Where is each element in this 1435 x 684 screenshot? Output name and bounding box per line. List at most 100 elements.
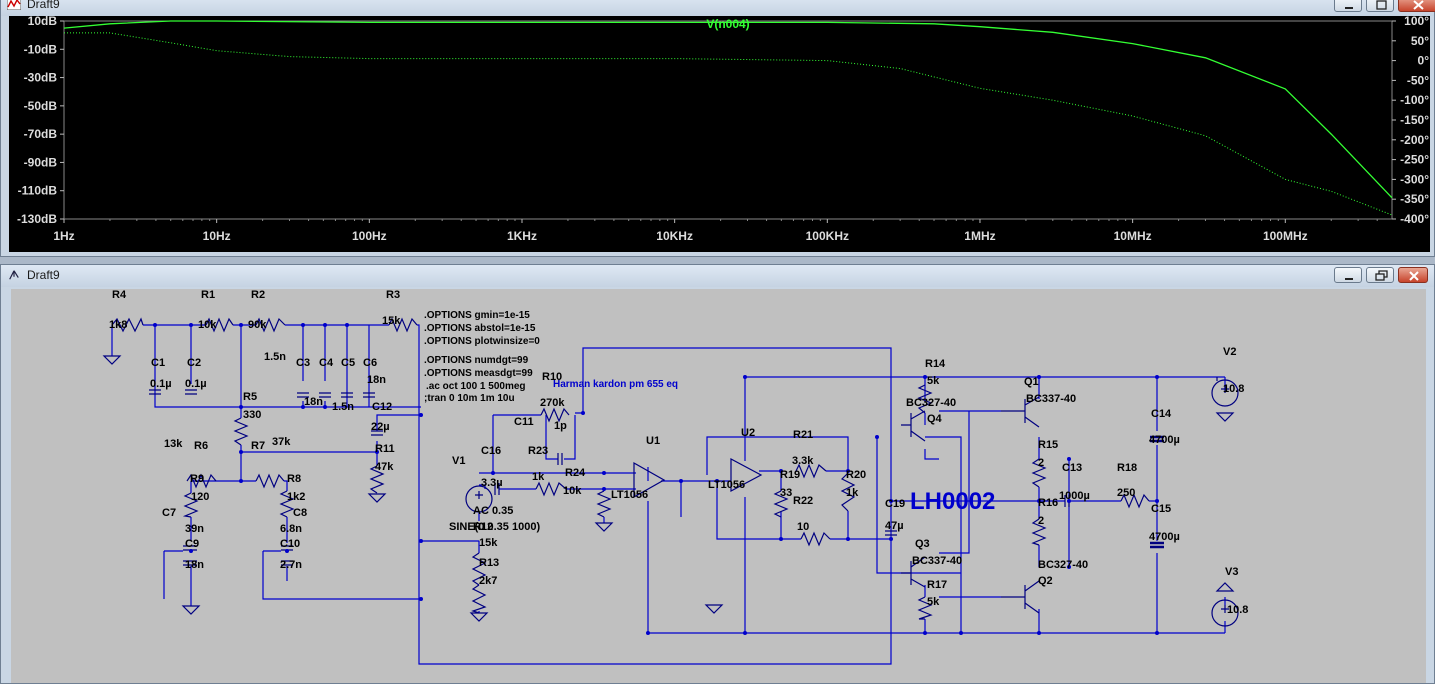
component-label-v1[interactable]: V1	[452, 455, 465, 467]
component-label-c15[interactable]: C15	[1151, 503, 1171, 515]
component-label-r18[interactable]: R18	[1117, 462, 1137, 474]
component-label-q4[interactable]: BC327-40	[906, 397, 956, 409]
component-label-r22[interactable]: R22	[793, 495, 813, 507]
circuit-diagram[interactable]: R41k8R110kR290kR315kC10.1µC20.1µ1.5nC3C4…	[11, 289, 1426, 683]
component-label-r22v[interactable]: 10	[797, 521, 809, 533]
component-label-r5v[interactable]: 330	[243, 409, 261, 421]
component-label-c12v2[interactable]: 22µ	[371, 421, 390, 433]
component-label-r15[interactable]: R15	[1038, 439, 1058, 451]
component-label-r5[interactable]: R5	[243, 391, 257, 403]
component-label-q1v[interactable]: BC337-40	[1026, 393, 1076, 405]
component-label-u2v[interactable]: LT1056	[708, 479, 745, 491]
component-label-c19[interactable]: C19	[885, 498, 905, 510]
component-label-r24[interactable]: R24	[565, 467, 586, 479]
component-label-r1[interactable]: R1	[201, 289, 215, 301]
component-label-u2[interactable]: U2	[741, 427, 755, 439]
component-label-c8[interactable]: C8	[293, 507, 307, 519]
component-label-v1a[interactable]: AC 0.35	[473, 505, 513, 517]
component-label-v2v[interactable]: 10.8	[1223, 383, 1244, 395]
component-label-c11v[interactable]: 1p	[554, 420, 567, 432]
component-label-c7v[interactable]: 39n	[185, 523, 204, 535]
waveform-plot-pane[interactable]: V(n004)10dB-10dB-30dB-50dB-70dB-90dB-110…	[9, 14, 1432, 252]
component-label-r19v[interactable]: 33	[780, 487, 792, 499]
component-label-r21v[interactable]: 3.3k	[792, 455, 814, 467]
component-label-r9[interactable]: R9	[190, 473, 204, 485]
component-label-c13v[interactable]: 1000µ	[1059, 490, 1090, 502]
component-label-r21[interactable]: R21	[793, 429, 813, 441]
component-label-r4v[interactable]: 1k8	[109, 319, 127, 331]
plot-window-titlebar[interactable]: Draft9	[1, 0, 1435, 16]
bode-plot[interactable]: V(n004)10dB-10dB-30dB-50dB-70dB-90dB-110…	[9, 14, 1432, 251]
component-label-c14v[interactable]: 4700µ	[1149, 434, 1180, 446]
component-label-c9v[interactable]: 18n	[185, 559, 204, 571]
maximize-button[interactable]	[1366, 267, 1394, 283]
component-label-v3v[interactable]: 10.8	[1227, 604, 1248, 616]
component-label-r1v[interactable]: 10k	[198, 319, 217, 331]
component-label-v1b[interactable]: SINE(0 0.35 1000)	[449, 521, 540, 533]
minimize-button[interactable]	[1334, 0, 1362, 12]
component-label-q4n[interactable]: Q4	[927, 413, 943, 425]
minimize-button[interactable]	[1334, 267, 1362, 283]
component-label-r14[interactable]: R14	[925, 358, 946, 370]
component-label-r10v[interactable]: 270k	[540, 397, 565, 409]
maximize-button[interactable]	[1366, 0, 1394, 12]
component-label-c2v[interactable]: 0.1µ	[185, 378, 207, 390]
component-label-r7v[interactable]: 37k	[272, 436, 291, 448]
component-label-c4[interactable]: C4	[319, 357, 334, 369]
component-label-c5[interactable]: C5	[341, 357, 355, 369]
component-label-c8v[interactable]: 6.8n	[280, 523, 302, 535]
component-label-r16v[interactable]: 2	[1038, 515, 1044, 527]
component-label-c1[interactable]: C1	[151, 357, 165, 369]
component-label-r9v[interactable]: 120	[191, 491, 209, 503]
component-label-c9[interactable]: C9	[185, 538, 199, 550]
component-label-r12[interactable]: R12	[473, 521, 493, 533]
component-label-r20[interactable]: R20	[846, 469, 866, 481]
component-label-r24v[interactable]: 10k	[563, 485, 582, 497]
trace-name-label[interactable]: V(n004)	[706, 17, 749, 31]
component-label-c16[interactable]: C16	[481, 445, 501, 457]
component-label-u1[interactable]: U1	[646, 435, 660, 447]
component-label-c12[interactable]: C12	[372, 401, 392, 413]
component-label-r23v[interactable]: 1k	[532, 471, 545, 483]
component-label-r3[interactable]: R3	[386, 289, 400, 301]
component-label-r17v[interactable]: 5k	[927, 596, 940, 608]
component-label-v2[interactable]: V2	[1223, 346, 1236, 358]
component-label-r3v[interactable]: 15k	[382, 315, 401, 327]
component-label-r11[interactable]: R11	[375, 443, 395, 455]
component-label-c12v[interactable]: 1.5n	[332, 401, 354, 413]
component-label-c10v[interactable]: 2.7n	[280, 559, 302, 571]
component-label-r10[interactable]: R10	[542, 371, 562, 383]
close-button[interactable]	[1398, 0, 1435, 12]
component-label-q2v[interactable]: BC327-40	[1038, 559, 1088, 571]
component-label-c19v[interactable]: 47µ	[885, 520, 904, 532]
component-label-c13[interactable]: C13	[1062, 462, 1082, 474]
component-label-c16v[interactable]: 3.3µ	[481, 477, 503, 489]
component-label-r16[interactable]: R16	[1038, 497, 1058, 509]
component-label-r2[interactable]: R2	[251, 289, 265, 301]
component-label-r4[interactable]: R4	[112, 289, 127, 301]
component-label-r6[interactable]: R6	[194, 440, 208, 452]
component-label-r20v[interactable]: 1k	[846, 487, 859, 499]
component-label-c6[interactable]: C6	[363, 357, 377, 369]
component-label-r18v[interactable]: 250	[1117, 487, 1135, 499]
component-label-c15v[interactable]: 4700µ	[1149, 531, 1180, 543]
component-label-c7[interactable]: C7	[162, 507, 176, 519]
component-label-r23[interactable]: R23	[528, 445, 548, 457]
schematic-window-titlebar[interactable]: Draft9	[1, 265, 1434, 287]
component-label-r8[interactable]: R8	[287, 473, 301, 485]
component-label-r11v[interactable]: 47k	[375, 461, 394, 473]
component-label-u1v[interactable]: LT1056	[611, 489, 648, 501]
component-label-r13[interactable]: R13	[479, 557, 499, 569]
component-label-q2[interactable]: Q2	[1038, 575, 1053, 587]
component-label-c10[interactable]: C10	[280, 538, 300, 550]
component-label-q3v[interactable]: BC337-40	[912, 555, 962, 567]
magnitude-trace[interactable]	[63, 20, 1393, 199]
component-label-r7[interactable]: R7	[251, 440, 265, 452]
component-label-c3[interactable]: C3	[296, 357, 310, 369]
close-button[interactable]	[1398, 267, 1428, 283]
component-label-r8v[interactable]: 1k2	[287, 491, 305, 503]
component-label-r13v[interactable]: 2k7	[479, 575, 497, 587]
component-label-r2v[interactable]: 90k	[248, 319, 267, 331]
component-label-q3[interactable]: Q3	[915, 538, 930, 550]
component-label-c4v[interactable]: 18n	[304, 396, 323, 408]
